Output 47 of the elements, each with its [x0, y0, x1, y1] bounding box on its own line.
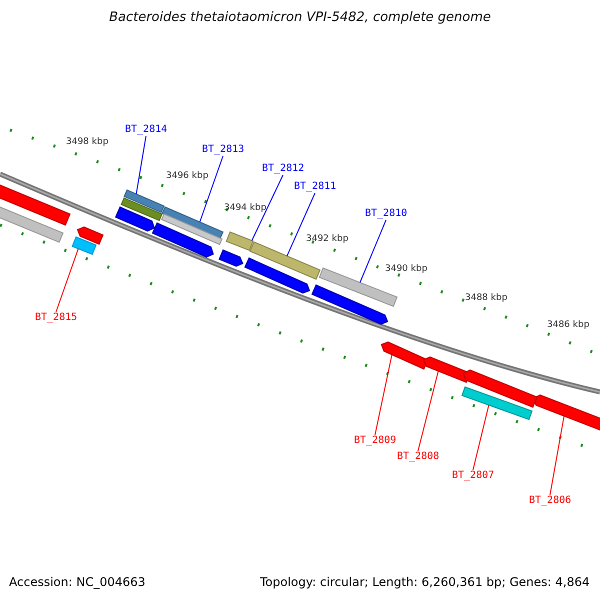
pointed-gene-bar — [152, 222, 214, 258]
pointed-gene-bar — [311, 284, 388, 325]
gene-bar — [461, 386, 533, 420]
scale-label: 3494 kbp — [224, 204, 266, 213]
scale-label: 3496 kbp — [166, 172, 208, 181]
gene-bar — [72, 236, 97, 255]
scale-label: 3486 kbp — [547, 321, 590, 330]
leader-line — [56, 248, 79, 312]
gene-label: BT_2809 — [354, 436, 396, 446]
gene-bar — [249, 241, 321, 280]
gene-label: BT_2814 — [125, 125, 168, 135]
footer-text: Accession: NC_004663 — [9, 576, 146, 588]
leader-line — [418, 370, 439, 452]
gene-label: BT_2815 — [35, 313, 78, 323]
gene-bar — [124, 189, 165, 214]
leader-line — [360, 220, 386, 283]
gene-label: BT_2813 — [202, 145, 244, 155]
footer-text: Topology: circular; Length: 6,260,361 bp; Genes: 4,864 — [260, 576, 590, 588]
leader-line — [374, 354, 392, 436]
gene-label: BT_2806 — [529, 496, 572, 506]
leader-line — [136, 136, 146, 194]
diagram-title: Bacteroides thetaiotaomicron VPI-5482, complete genome — [108, 11, 492, 24]
pointed-gene-bar — [114, 206, 156, 232]
pointed-gene-bar — [76, 226, 104, 245]
scale-label: 3488 kbp — [465, 294, 508, 303]
gene-label: BT_2808 — [397, 452, 440, 462]
scale-label: 3492 kbp — [306, 235, 348, 244]
pointed-gene-bar — [462, 369, 538, 408]
gene-bar — [0, 182, 71, 226]
gene-label: BT_2812 — [262, 164, 304, 174]
pointed-gene-bar — [532, 394, 600, 433]
leader-line — [199, 156, 224, 222]
pointed-gene-bar — [244, 257, 310, 294]
gene-bar — [160, 213, 223, 246]
scale-label: 3490 kbp — [385, 265, 428, 274]
gene-bar — [226, 231, 254, 251]
gene-label: BT_2807 — [452, 471, 494, 481]
gene-bar — [0, 204, 64, 243]
leader-line — [286, 192, 316, 256]
gene-label: BT_2810 — [365, 209, 408, 219]
leader-line — [472, 404, 490, 470]
scale-label: 3498 kbp — [66, 138, 108, 147]
leader-line — [550, 416, 565, 496]
gene-label: BT_2811 — [294, 182, 336, 192]
leader-line — [251, 174, 284, 242]
pointed-gene-bar — [218, 249, 244, 267]
gene-bar — [120, 197, 163, 222]
